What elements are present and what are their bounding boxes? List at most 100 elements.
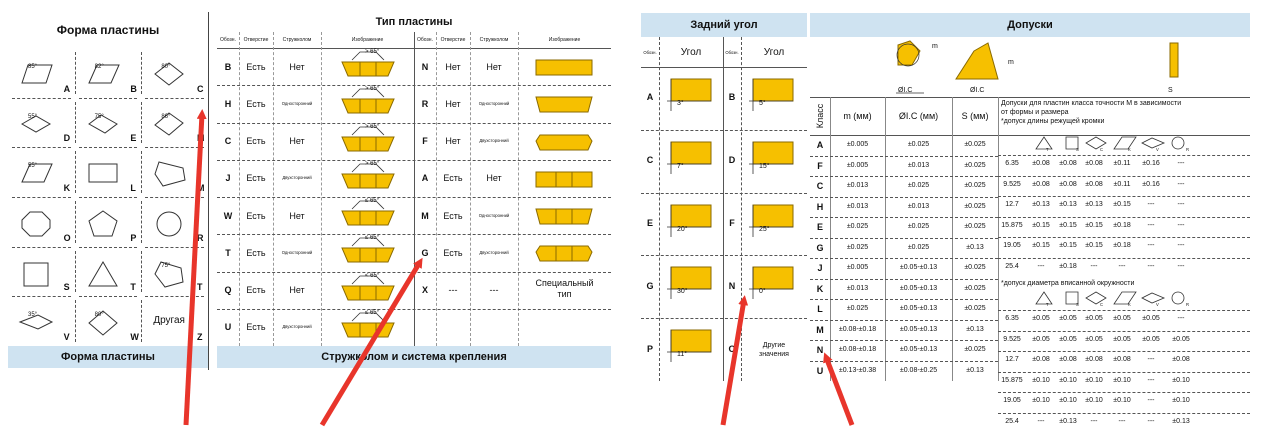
- type-code: C: [224, 136, 232, 147]
- special-type: тип: [557, 288, 572, 299]
- clearance-angle-value: 11°: [677, 351, 688, 359]
- row-divider: [998, 155, 1250, 156]
- class-code: E: [816, 222, 824, 232]
- angle-label: 80°: [94, 312, 104, 319]
- chipbreaker-value: Двухсторонний: [282, 175, 312, 181]
- col-divider: [141, 151, 143, 193]
- chipbreaker-value: Односторонний: [281, 100, 313, 106]
- hole-value: ---: [448, 285, 458, 296]
- insert-dimension-figure: [896, 40, 1179, 94]
- type-code: H: [224, 98, 232, 109]
- clearance-angle-value: 0°: [759, 288, 766, 296]
- figure-label: m: [1008, 59, 1014, 66]
- col-header: Отверстие: [440, 37, 466, 43]
- row-divider: [810, 237, 998, 239]
- m-value: ±0.025: [846, 243, 869, 251]
- shape-code: A: [63, 83, 71, 94]
- row-divider: [145, 97, 204, 99]
- s-value: ±0.13: [966, 366, 984, 374]
- chipbreaker-value: Нет: [289, 61, 305, 72]
- chipbreaker-value: Односторонний: [281, 249, 313, 255]
- s-value: ±0.13: [966, 325, 984, 333]
- hole-value: Есть: [246, 61, 266, 72]
- tolerance-value: ±0.05: [1085, 315, 1103, 322]
- other-shape-label: Другая: [153, 315, 185, 327]
- panel-header: Форма пластины: [8, 12, 208, 48]
- row-divider: [145, 246, 204, 248]
- row-divider: [145, 296, 204, 298]
- note-text: *допуск длины режущей кромки: [1001, 118, 1105, 125]
- type-code: A: [421, 173, 429, 184]
- insert-shape-icon: [88, 163, 118, 183]
- hole-value: Нет: [445, 61, 461, 72]
- row-divider: [998, 310, 1250, 311]
- tolerance-value: ±0.13: [1032, 201, 1050, 208]
- insert-section-icon: [341, 237, 395, 263]
- figure-label: ØI.C: [898, 87, 913, 94]
- class-code: H: [816, 201, 824, 212]
- clearance-angle-icon: [667, 266, 712, 300]
- angle-label: 55°: [28, 163, 38, 170]
- hole-value: Есть: [246, 285, 266, 296]
- angle-code: B: [728, 92, 736, 103]
- col-divider: [723, 37, 724, 381]
- m-value: ±0.08-±0.18: [838, 325, 877, 333]
- angle-code: E: [646, 218, 654, 228]
- tolerance-value: ±0.10: [1059, 397, 1077, 404]
- hole-value: Есть: [443, 210, 463, 221]
- shape-code: W: [130, 332, 139, 342]
- symbol-subscript: V: [1156, 302, 1159, 307]
- tolerance-value: ---: [1177, 221, 1185, 229]
- tolerance-value: ±0.16: [1142, 180, 1160, 188]
- angle-label: 75°: [161, 262, 171, 269]
- row-divider: [810, 217, 998, 218]
- tolerance-value: ---: [1177, 201, 1185, 208]
- insert-section-icon: [341, 51, 395, 77]
- angle-note: < 65°: [365, 272, 380, 279]
- type-code: W: [223, 210, 233, 221]
- tolerance-value: ±0.10: [1085, 376, 1103, 384]
- row-divider: [998, 216, 1250, 218]
- symbol-subscript: S: [1076, 147, 1079, 152]
- tolerance-value: 6.35: [1005, 160, 1019, 167]
- tolerance-value: 25.4: [1005, 417, 1019, 425]
- tolerance-value: 6.35: [1005, 315, 1019, 322]
- s-value: ±0.025: [964, 284, 986, 292]
- row-divider: [78, 246, 138, 248]
- red-arrow: [319, 257, 423, 427]
- row-divider: [810, 340, 998, 341]
- tolerance-value: ±0.05: [1085, 335, 1103, 343]
- col-divider: [74, 300, 76, 342]
- col-header: Стружколом: [282, 37, 312, 43]
- m-value: ±0.005: [846, 264, 869, 271]
- col-header: Угол: [680, 47, 702, 58]
- shape-code: P: [130, 232, 137, 243]
- hole-value: Есть: [246, 322, 266, 333]
- col-divider: [436, 32, 437, 346]
- tolerance-value: ±0.05: [1059, 335, 1077, 343]
- tolerance-value: ±0.08: [1032, 180, 1050, 188]
- s-value: ±0.025: [964, 223, 986, 230]
- chipbreaker-value: Двухсторонний: [479, 138, 509, 144]
- clearance-angle-value: 15°: [759, 162, 770, 170]
- ic-value: ±0.05-±0.13: [899, 346, 938, 353]
- special-type: Специальный: [535, 277, 594, 288]
- chipbreaker-value: Нет: [486, 61, 502, 72]
- row-divider: [78, 97, 138, 99]
- row-divider: [998, 392, 1250, 393]
- type-code: B: [224, 61, 232, 72]
- s-value: ±0.025: [964, 202, 986, 210]
- hole-value: Есть: [246, 210, 266, 221]
- insert-section-icon: [341, 88, 395, 114]
- row-divider: [78, 296, 138, 298]
- row-divider: [12, 197, 71, 198]
- shape-code: S: [63, 282, 70, 293]
- row-divider: [78, 197, 138, 198]
- tolerance-value: 9.525: [1003, 335, 1021, 343]
- chipbreaker-value: ---: [489, 285, 499, 296]
- tolerance-value: ---: [1177, 262, 1185, 270]
- insert-shape-icon: [18, 314, 54, 330]
